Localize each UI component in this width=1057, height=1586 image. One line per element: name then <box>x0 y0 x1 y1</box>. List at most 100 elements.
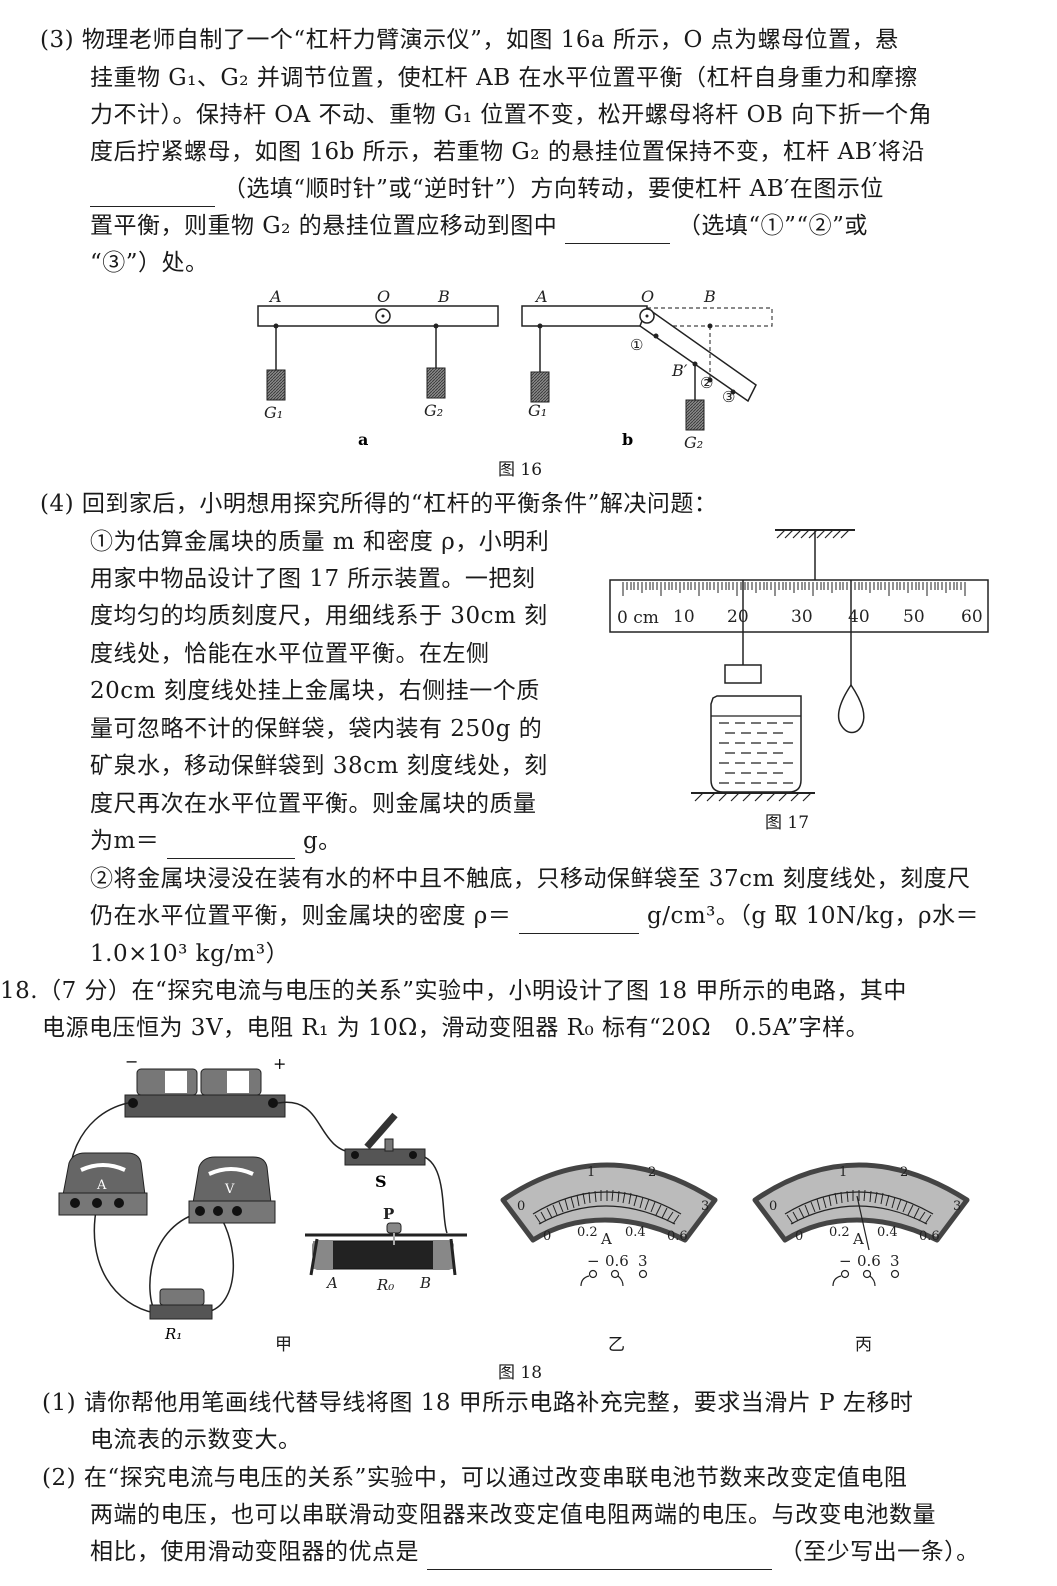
yi-bottom-0: 0 <box>543 1229 551 1244</box>
switch <box>344 1112 426 1166</box>
bing-bottom-04: 0.4 <box>877 1225 898 1240</box>
q17-3-line-4: 度后拧紧螺母，如图 16b 所示，若重物 G₂ 的悬挂位置保持不变，杠杆 AB′… <box>90 139 925 165</box>
label-a-B: B <box>437 287 450 306</box>
q18-2-line-3-text: 相比，使用滑动变阻器的优点是 <box>90 1539 419 1565</box>
answer-blank-mass[interactable] <box>167 832 296 859</box>
q17-3-line-1: (3) 物理老师自制了一个“杠杆力臂演示仪”，如图 16a 所示，O 点为螺母位… <box>40 27 899 53</box>
slider-p-label: P <box>383 1205 394 1223</box>
label-a-G2: G₂ <box>424 401 443 420</box>
label-b-O: O <box>641 287 654 306</box>
yi-terminal-06: 0.6 <box>605 1252 629 1270</box>
q17-3-line-6: 置平衡，则重物 G₂ 的悬挂位置应移动到图中 （选填“①”“②”或 <box>90 208 868 244</box>
figure-18-caption: 图 18 <box>498 1363 543 1383</box>
density-prefix: 仍在水平位置平衡，则金属块的密度 ρ＝ <box>90 903 512 929</box>
q17-4-mass-line: 为m＝ g。 <box>90 823 342 859</box>
position-1-marker: ① <box>630 336 643 354</box>
ruler-label-30: 30 <box>791 607 813 627</box>
resistor-r1-label: R₁ <box>164 1325 182 1343</box>
position-3-marker: ③ <box>722 388 735 406</box>
yi-top-0: 0 <box>517 1199 525 1214</box>
answer-blank-advantage[interactable] <box>426 1543 772 1570</box>
q18-2-line-3: 相比，使用滑动变阻器的优点是 （至少写出一条）。 <box>90 1534 980 1570</box>
yi-bottom-02: 0.2 <box>577 1225 598 1240</box>
q17-4-part2-line-2: 仍在水平位置平衡，则金属块的密度 ρ＝ g/cm³。（g 取 10N/kg，ρ水… <box>90 898 979 934</box>
q17-3-line-5: （选填“顺时针”或“逆时针”）方向转动，要使杠杆 AB′在图示位 <box>90 171 884 207</box>
figure-16b <box>521 305 773 431</box>
q17-4-part1-line-3: 度均匀的均质刻度尺，用细线系于 30cm 刻 <box>90 603 548 629</box>
q17-4-intro: (4) 回到家后，小明想用探究所得的“杠杆的平衡条件”解决问题： <box>40 491 718 517</box>
q17-4-part1-line-5: 20cm 刻度线处挂上金属块，右侧挂一个质 <box>90 678 540 704</box>
ruler-label-60: 60 <box>961 607 983 627</box>
q17-4-part2-line-1: ②将金属块浸没在装有水的杯中且不触底，只移动保鲜袋至 37cm 刻度线处，刻度尺 <box>90 866 971 892</box>
q18-line-2: 电源电压恒为 3V，电阻 R₁ 为 10Ω，滑动变阻器 R₀ 标有“20Ω 0.… <box>42 1015 870 1041</box>
q18-line-1: 18.（7 分）在“探究电流与电压的关系”实验中，小明设计了图 18 甲所示的电… <box>0 978 907 1004</box>
q18-1-line-2: 电流表的示数变大。 <box>90 1427 302 1453</box>
q17-4-part1-line-7: 矿泉水，移动保鲜袋到 38cm 刻度线处，刻 <box>90 753 548 779</box>
label-a: a <box>358 430 368 449</box>
yi-top-3: 3 <box>701 1199 709 1214</box>
ruler-label-20: 20 <box>727 607 749 627</box>
voltmeter-label: V <box>224 1182 235 1197</box>
rheostat-b-label: B <box>419 1274 431 1292</box>
bing-top-1: 1 <box>839 1165 847 1180</box>
ruler-label-50: 50 <box>903 607 925 627</box>
q17-4-part1-line-4: 度线处，恰能在水平位置平衡。在左侧 <box>90 641 490 667</box>
q17-4-part1-line-2: 用家中物品设计了图 17 所示装置。一把刻 <box>90 566 536 592</box>
q17-3-line-7: “③”）处。 <box>90 250 209 276</box>
bing-bottom-0: 0 <box>795 1229 803 1244</box>
voltmeter <box>188 1156 276 1224</box>
label-a-A: A <box>268 287 282 306</box>
bing-bottom-02: 0.2 <box>829 1225 850 1240</box>
q17-4-part2-line-3: 1.0×10³ kg/m³） <box>90 941 290 967</box>
mass-unit: g。 <box>302 828 342 854</box>
q18-2-suffix: （至少写出一条）。 <box>779 1539 980 1565</box>
yi-terminal-minus: − <box>587 1252 600 1270</box>
label-b-Bprime: B′ <box>671 361 688 380</box>
bing-unit: A <box>852 1230 864 1248</box>
figure-16-caption: 图 16 <box>498 460 543 480</box>
q18-1-line-1: (1) 请你帮他用笔画线代替导线将图 18 甲所示电路补充完整，要求当滑片 P … <box>42 1390 914 1416</box>
q17-3-line-6-text: 置平衡，则重物 G₂ 的悬挂位置应移动到图中 <box>90 213 558 239</box>
metal-block <box>724 664 762 684</box>
yi-terminal-3: 3 <box>638 1252 648 1270</box>
yi-unit: A <box>600 1230 612 1248</box>
q17-4-part1-line-1: ①为估算金属块的质量 m 和密度 ρ，小明利 <box>90 529 550 555</box>
battery-holder <box>124 1068 286 1118</box>
q17-3-line-5-text: （选填“顺时针”或“逆时针”）方向转动，要使杠杆 AB′在图示位 <box>222 176 884 202</box>
label-b-A: A <box>534 287 548 306</box>
figure-18-jia-label: 甲 <box>275 1335 292 1355</box>
bing-top-3: 3 <box>953 1199 961 1214</box>
ruler-label-40: 40 <box>848 607 870 627</box>
figure-18-circuit: − + A V S P A R₀ B <box>58 1055 467 1343</box>
figure-18-yi-label: 乙 <box>608 1335 625 1355</box>
figure-17-caption: 图 17 <box>765 813 810 833</box>
figure-17: 0 cm 10 20 30 40 50 60 <box>609 529 989 802</box>
label-b-B: B <box>703 287 716 306</box>
ammeter <box>58 1152 148 1216</box>
label-b-G2: G₂ <box>684 433 703 452</box>
yi-top-2: 2 <box>648 1165 656 1180</box>
figure-18-meters: 0 1 2 3 0 0.2 0.4 0.6 A 0 1 2 3 0 0.2 0.… <box>495 1140 995 1287</box>
battery-minus-label: − <box>125 1055 138 1071</box>
answer-blank-density[interactable] <box>519 907 640 934</box>
answer-blank-position[interactable] <box>565 217 671 244</box>
yi-top-1: 1 <box>587 1165 595 1180</box>
label-b-G1: G₁ <box>528 401 547 420</box>
bing-top-2: 2 <box>900 1165 908 1180</box>
label-a-O: O <box>377 287 390 306</box>
switch-label: S <box>375 1172 387 1191</box>
ruler-label-0: 0 cm <box>617 608 659 628</box>
position-2-marker: ② <box>700 374 713 392</box>
figure-16: A O B G₁ G₂ a A O B G₁ B′ G₂ ① ② ③ b <box>257 287 773 452</box>
figure-18-bing-label: 丙 <box>855 1335 872 1355</box>
q17-3-line-3: 力不计）。保持杆 OA 不动、重物 G₁ 位置不变，松开螺母将杆 OB 向下折一… <box>90 102 933 128</box>
answer-blank-direction[interactable] <box>90 180 215 207</box>
bing-bottom-06: 0.6 <box>919 1229 940 1244</box>
label-a-G1: G₁ <box>264 403 283 422</box>
q17-3-line-2: 挂重物 G₁、G₂ 并调节位置，使杠杆 AB 在水平位置平衡（杠杆自身重力和摩擦 <box>90 65 918 91</box>
bing-terminal-3: 3 <box>890 1252 900 1270</box>
bing-terminal-06: 0.6 <box>857 1252 881 1270</box>
ruler-label-10: 10 <box>673 607 695 627</box>
yi-bottom-06: 0.6 <box>667 1229 688 1244</box>
meter-bing-pointer <box>856 1195 870 1251</box>
